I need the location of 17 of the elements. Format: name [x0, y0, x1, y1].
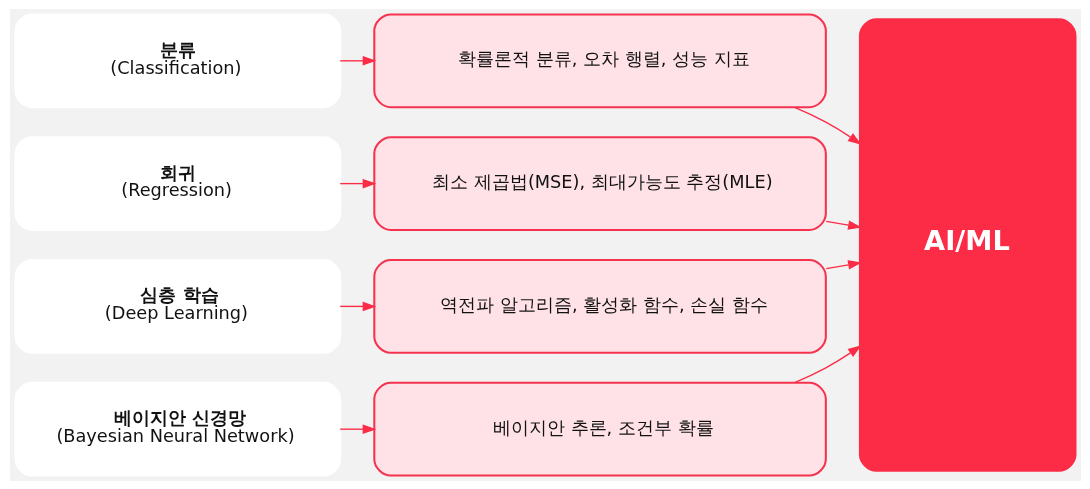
node-box: 역전파 알고리즘, 활성화 함수, 손실 함수 — [372, 258, 827, 354]
node-box: AI/ML — [858, 17, 1076, 472]
arrow — [793, 106, 862, 145]
node-box: 베이지안 신경망 (Bayesian Neural Network) — [14, 381, 341, 477]
node-box: 분류 (Classification) — [14, 12, 341, 108]
arrow — [825, 259, 862, 270]
node-box: 회귀 (Regression) — [14, 135, 341, 231]
node-box: 최소 제곱법(MSE), 최대가능도 추정(MLE) — [372, 135, 827, 231]
node-box: 베이지안 추론, 조건부 확률 — [372, 381, 827, 477]
arrow — [825, 219, 862, 230]
node-box: 심층 학습 (Deep Learning) — [14, 258, 341, 354]
arrow — [339, 178, 376, 188]
arrow — [793, 344, 862, 383]
node-box: 확률론적 분류, 오차 행렬, 성능 지표 — [372, 12, 827, 108]
arrow — [339, 55, 376, 66]
arrow — [339, 301, 376, 311]
arrow — [339, 423, 376, 434]
